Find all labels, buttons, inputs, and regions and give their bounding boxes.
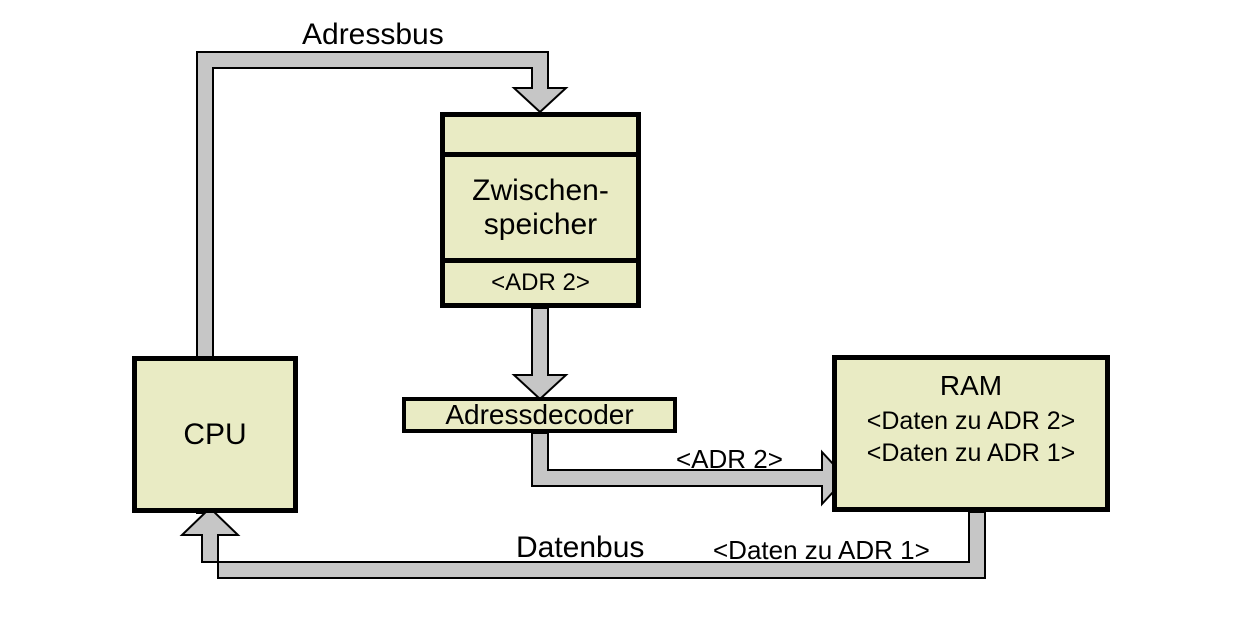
data-bus-arrow [179,506,986,579]
latch-empty-slot [445,117,636,157]
latch-value-label: <ADR 2> [491,268,590,296]
decoder-to-ram-label: <ADR 2> [676,444,783,474]
ram-data-line-1: <Daten zu ADR 2> [866,407,1076,436]
ram-data-line-2: <Daten zu ADR 1> [866,439,1076,468]
cpu-node[interactable]: CPU [132,356,298,513]
data-bus-label: Datenbus [516,531,645,564]
address-bus-arrow [196,51,569,514]
cpu-label: CPU [183,417,247,451]
ram-node[interactable]: RAM <Daten zu ADR 2> <Daten zu ADR 1> [832,355,1110,512]
latch-label: Zwischen- speicher [472,173,609,241]
latch-node[interactable]: Zwischen- speicher <ADR 2> [440,112,641,308]
latch-title-slot: Zwischen- speicher [445,157,636,263]
ram-title-label: RAM [939,370,1003,401]
address-bus-label: Adressbus [302,18,444,51]
data-bus-payload-label: <Daten zu ADR 1> [713,535,930,565]
latch-to-decoder-arrow [511,307,569,401]
address-decoder-label: Adressdecoder [445,399,634,431]
latch-value-slot: <ADR 2> [445,263,636,303]
address-decoder-node[interactable]: Adressdecoder [402,397,677,433]
